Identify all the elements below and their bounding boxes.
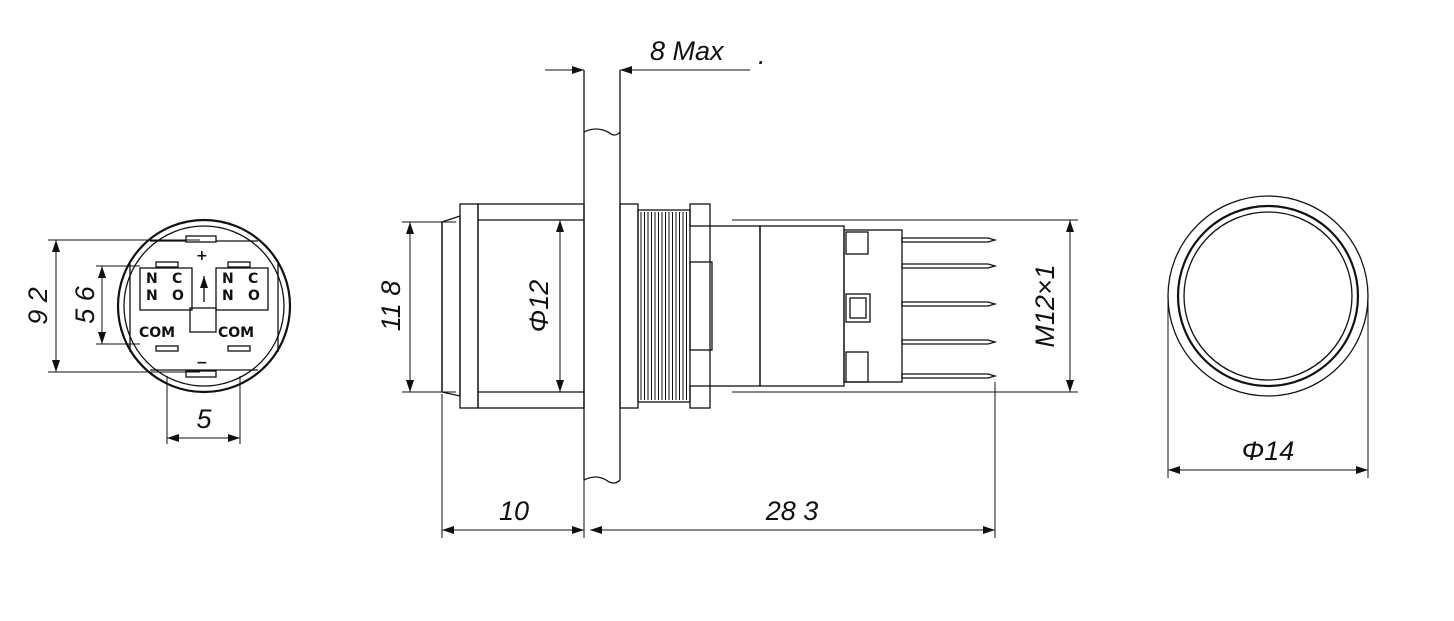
side-view: 8 Max . 11 8 Φ12 M12×1 10 28 3 [376, 36, 1078, 538]
dim-height-total: 9 2 [23, 287, 53, 325]
contact-c1: C [172, 271, 182, 287]
contact-n3: N [222, 271, 234, 287]
terminal-pin [901, 237, 998, 243]
rear-outer-circle [116, 218, 292, 394]
front-view: Φ14 [1167, 195, 1369, 478]
dim-body-height: 11 8 [376, 281, 406, 332]
contact-n4: N [222, 288, 234, 304]
rear-view: + − N C N O N C N O COM COM 9 2 5 6 5 [23, 218, 292, 444]
terminal-minus-tab [185, 370, 217, 378]
terminal-pin [901, 373, 998, 379]
contact-n1: N [146, 271, 158, 287]
contact-o1: O [172, 288, 184, 304]
terminal-pins [901, 237, 998, 379]
terminal-plus-tab [185, 235, 217, 243]
terminal-pin [901, 263, 998, 269]
terminal-pin [901, 339, 998, 345]
terminal-plus-label: + [196, 248, 208, 264]
contact-n2: N [146, 288, 158, 304]
front-lens [441, 215, 461, 397]
main-cylinder [477, 203, 585, 409]
dim-dot: . [758, 40, 766, 70]
nut-knurling [640, 212, 687, 400]
terminal-minus-label: − [196, 355, 208, 371]
dim-max-thickness: 8 Max [650, 36, 725, 66]
dim-length-front: 10 [499, 496, 529, 526]
dim-length-body: 28 3 [765, 496, 819, 526]
dim-diam12: Φ12 [524, 280, 554, 333]
dim-pin-width: 5 [196, 404, 212, 434]
contact-com-right: COM [218, 325, 254, 341]
contact-o2: O [248, 288, 260, 304]
dim-height-inner: 5 6 [70, 285, 100, 324]
front-outer-circle [1167, 195, 1369, 397]
dim-thread: M12×1 [1030, 264, 1060, 347]
rear-housing [709, 225, 761, 387]
lamp-window [845, 293, 871, 323]
dim-diam14: Φ14 [1242, 436, 1295, 466]
contact-c2: C [248, 271, 258, 287]
front-lens-circle [1176, 204, 1360, 388]
contact-com-left: COM [139, 325, 175, 341]
terminal-pin [901, 301, 998, 307]
knurled-nut [637, 209, 691, 403]
front-bezel [459, 203, 479, 409]
rear-inner-circle [123, 225, 285, 387]
